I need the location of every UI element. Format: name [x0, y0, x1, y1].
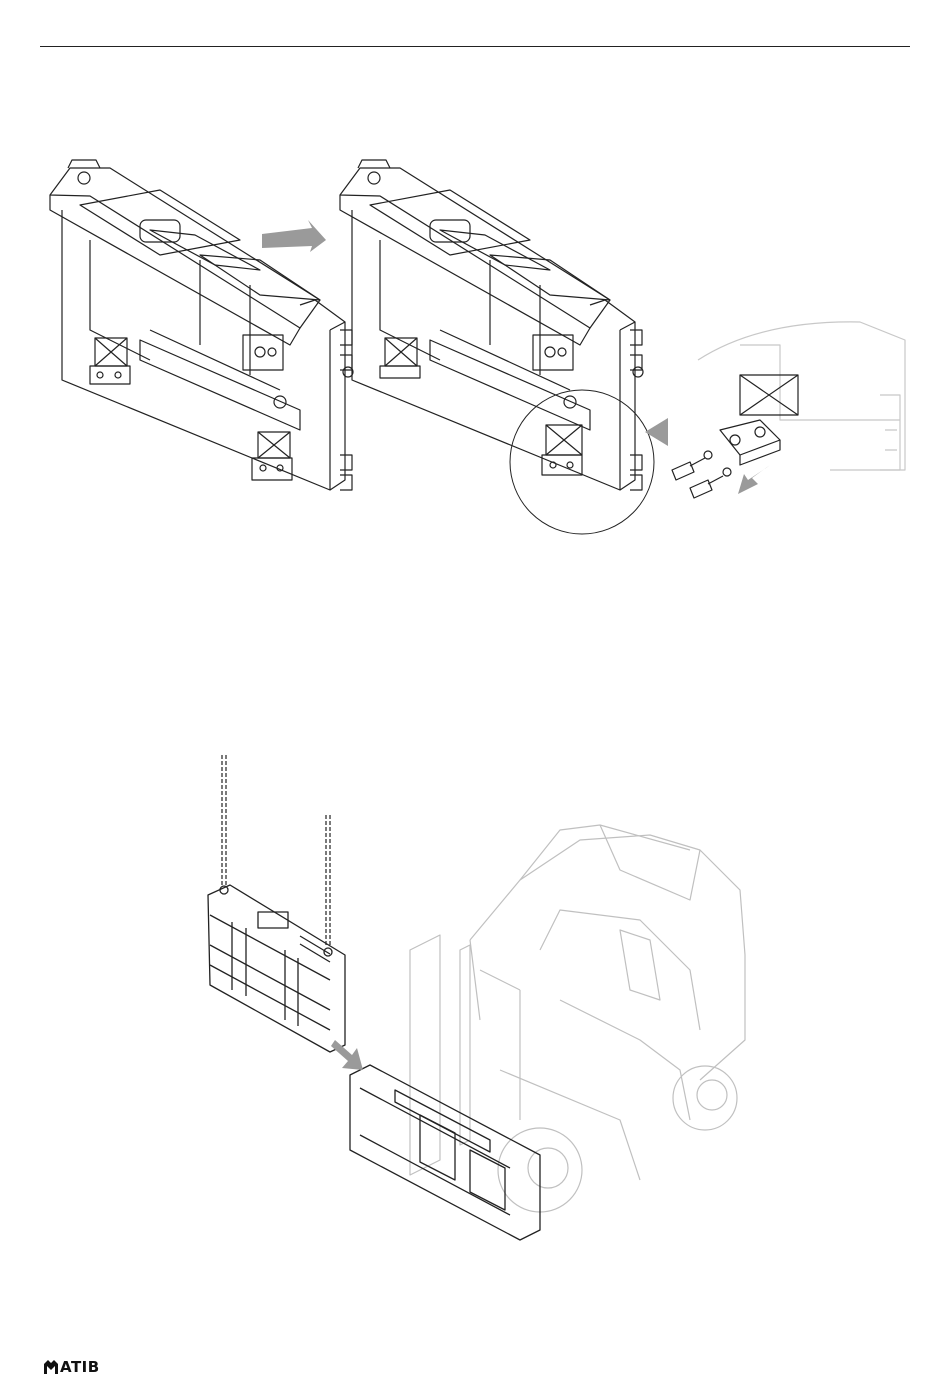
arrows-fig1 [262, 220, 770, 494]
arrow-right-icon [262, 220, 326, 252]
figure-carriage-pads [0, 0, 950, 600]
suspended-attachment [208, 885, 345, 1052]
forklift-truck [410, 825, 745, 1212]
carriage-right [340, 160, 654, 534]
lifting-chains [222, 755, 330, 945]
arrow-down-left-icon [738, 465, 770, 494]
figure-forklift-mount [0, 740, 950, 1280]
carriage-left [50, 160, 353, 490]
arrow-down-right-icon [331, 1040, 363, 1070]
pad-detail-callout [672, 322, 905, 498]
carriage-mounted [350, 1065, 540, 1280]
atib-logo-icon [42, 1358, 60, 1376]
logo-text: ATIB [60, 1358, 100, 1376]
arrow-left-icon [645, 418, 668, 446]
brand-logo: ATIB [42, 1356, 100, 1378]
